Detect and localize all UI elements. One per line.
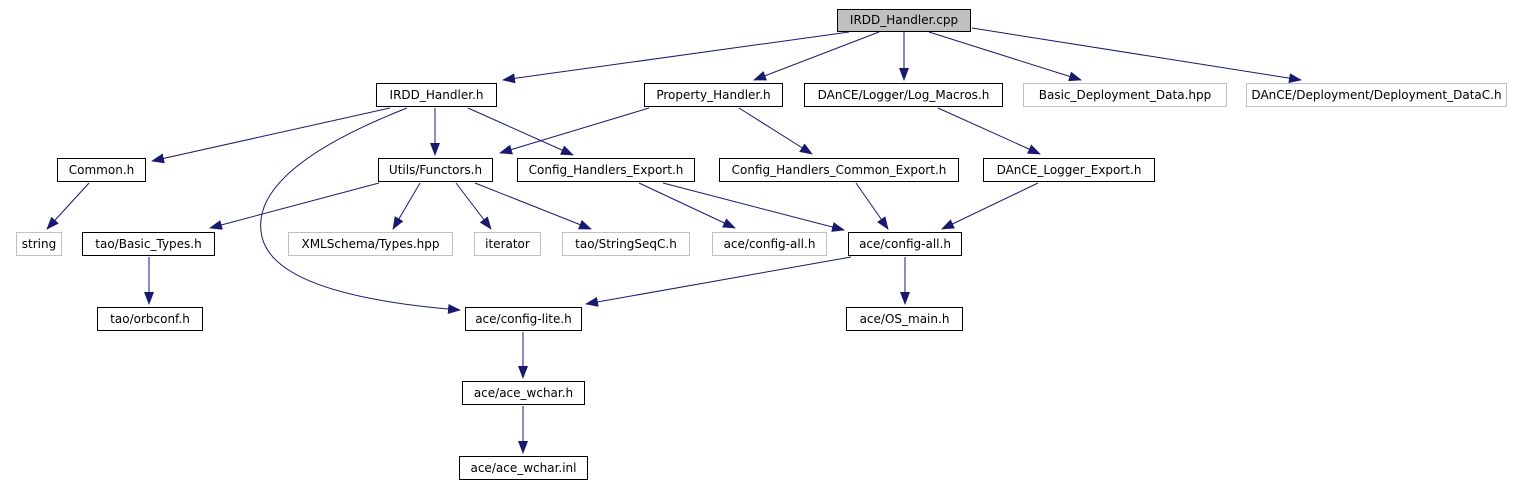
- edge-property_h-to-ch_common_export: [738, 107, 813, 155]
- edge-ace_config_all-to-ace_config_lite: [585, 256, 852, 307]
- edge-irdd_h-to-ch_export: [467, 107, 574, 156]
- node-logger_export[interactable]: DAnCE_Logger_Export.h: [983, 158, 1155, 182]
- node-common_h[interactable]: Common.h: [57, 158, 146, 182]
- node-log_macros[interactable]: DAnCE/Logger/Log_Macros.h: [804, 83, 1003, 107]
- edge-logger_export-to-ace_config_all: [941, 182, 1039, 230]
- edge-ch_export-to-ace_config_all: [662, 182, 845, 232]
- node-deployment_datac: DAnCE/Deployment/Deployment_DataC.h: [1246, 83, 1507, 107]
- edge-property_h-to-utils_functors: [499, 107, 650, 155]
- edge-ch_common_export-to-ace_config_all: [855, 182, 889, 230]
- edge-irdd_h-to-common_h: [151, 107, 391, 164]
- node-ace_wchar_inl[interactable]: ace/ace_wchar.inl: [459, 456, 588, 480]
- edge-irdd_h-to-ace_config_lite: [260, 107, 461, 315]
- node-ace_config_all_ext: ace/config-all.h: [712, 232, 827, 256]
- node-iterator: iterator: [474, 232, 541, 256]
- edge-irdd_cpp-to-deployment_datac: [971, 27, 1302, 84]
- node-ace_config_lite[interactable]: ace/config-lite.h: [465, 307, 582, 331]
- node-basic_deployment: Basic_Deployment_Data.hpp: [1023, 83, 1227, 107]
- node-ace_os_main[interactable]: ace/OS_main.h: [846, 307, 963, 331]
- node-tao_orbconf[interactable]: tao/orbconf.h: [97, 307, 203, 331]
- edge-utils_functors-to-tao_basic_types: [209, 182, 380, 230]
- edge-log_macros-to-logger_export: [937, 107, 1041, 155]
- node-irdd_h[interactable]: IRDD_Handler.h: [376, 83, 497, 107]
- edge-irdd_cpp-to-basic_deployment: [928, 31, 1082, 82]
- node-xmlschema_types: XMLSchema/Types.hpp: [288, 232, 453, 256]
- node-ch_export[interactable]: Config_Handlers_Export.h: [517, 158, 695, 182]
- edge-irdd_cpp-to-property_h: [753, 31, 880, 81]
- edge-ch_export-to-ace_config_all_ext: [638, 182, 736, 229]
- node-string: string: [16, 232, 62, 256]
- edge-common_h-to-string: [46, 182, 90, 230]
- edge-irdd_cpp-to-irdd_h: [502, 31, 850, 84]
- node-utils_functors[interactable]: Utils/Functors.h: [378, 158, 493, 182]
- node-ch_common_export[interactable]: Config_Handlers_Common_Export.h: [719, 158, 959, 182]
- node-ace_wchar_h[interactable]: ace/ace_wchar.h: [462, 381, 585, 405]
- node-ace_config_all[interactable]: ace/config-all.h: [848, 232, 962, 256]
- edge-utils_functors-to-xmlschema_types: [392, 182, 421, 230]
- node-tao_stringseqc: tao/StringSeqC.h: [562, 232, 690, 256]
- edge-utils_functors-to-tao_stringseqc: [474, 182, 592, 230]
- node-tao_basic_types[interactable]: tao/Basic_Types.h: [82, 232, 215, 256]
- edge-utils_functors-to-iterator: [455, 182, 492, 230]
- node-property_h[interactable]: Property_Handler.h: [644, 83, 783, 107]
- node-irdd_cpp: IRDD_Handler.cpp: [837, 9, 971, 32]
